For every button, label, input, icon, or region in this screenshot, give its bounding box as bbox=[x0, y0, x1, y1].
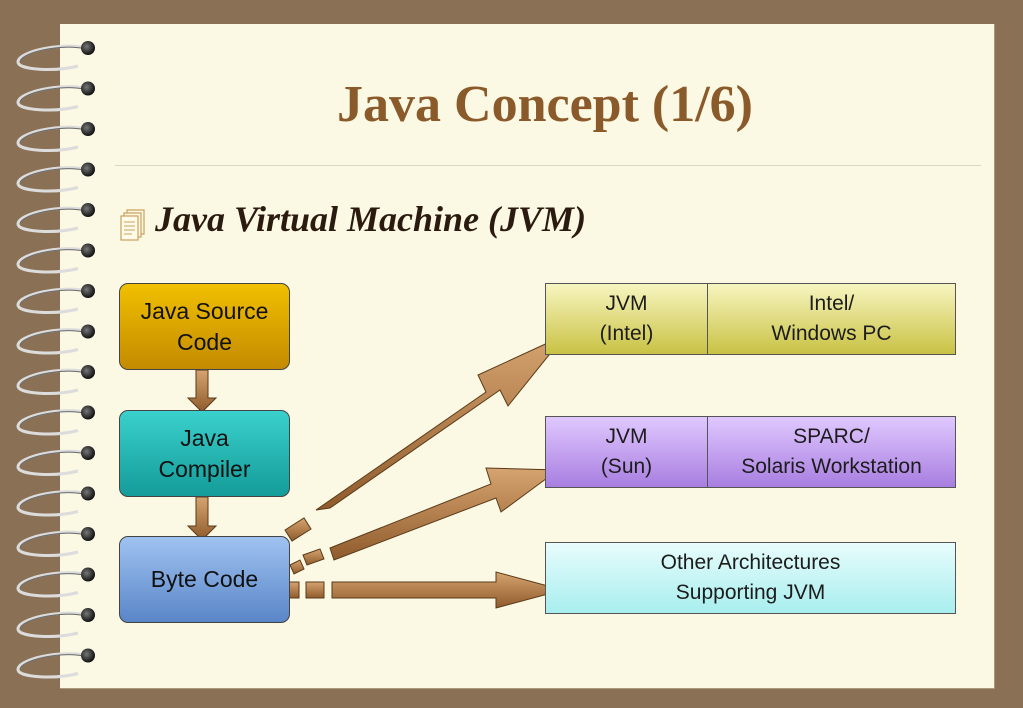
spiral-ring bbox=[16, 611, 87, 638]
jvm-sun-label: JVM (Sun) bbox=[546, 417, 708, 487]
slide-title: Java Concept (1/6) bbox=[337, 76, 753, 133]
binding-hole bbox=[81, 365, 95, 379]
byte-code-box: Byte Code bbox=[119, 536, 290, 623]
binding-hole bbox=[81, 243, 95, 258]
arrow-source-to-compiler bbox=[186, 369, 218, 413]
intel-windows-pc-label: Intel/ Windows PC bbox=[771, 292, 892, 345]
other-architectures-label: Other Architectures Supporting JVM bbox=[660, 551, 841, 604]
spiral-ring bbox=[16, 571, 87, 598]
other-architectures-target: Other Architectures Supporting JVM bbox=[545, 542, 956, 614]
binding-hole bbox=[81, 324, 95, 339]
spiral-ring bbox=[16, 328, 87, 355]
section-heading: Java Virtual Machine (JVM) bbox=[155, 199, 587, 239]
sun-solaris-target: JVM (Sun) SPARC/ Solaris Workstation bbox=[545, 416, 956, 488]
spiral-ring bbox=[16, 449, 87, 476]
binding-hole bbox=[81, 81, 95, 96]
binding-hole bbox=[81, 446, 95, 460]
arrow-to-sun-jvm bbox=[289, 467, 560, 575]
spiral-binding-icon bbox=[16, 41, 95, 679]
binding-hole bbox=[81, 203, 95, 217]
spiral-ring bbox=[16, 44, 87, 71]
binding-hole bbox=[81, 41, 95, 55]
binding-hole bbox=[81, 162, 95, 177]
jvm-intel-label: JVM (Intel) bbox=[546, 284, 708, 354]
sparc-solaris-label: SPARC/ Solaris Workstation bbox=[741, 425, 922, 478]
spiral-ring bbox=[16, 490, 87, 517]
spiral-ring bbox=[16, 287, 87, 314]
java-source-code-box: Java Source Code bbox=[119, 283, 290, 370]
binding-hole bbox=[81, 486, 95, 501]
intel-windows-target: JVM (Intel) Intel/ Windows PC bbox=[545, 283, 956, 355]
java-compiler-box: Java Compiler bbox=[119, 410, 290, 497]
binding-hole bbox=[81, 567, 95, 582]
spiral-ring bbox=[16, 206, 87, 233]
binding-hole bbox=[81, 648, 95, 663]
binding-hole bbox=[81, 608, 95, 622]
title-divider bbox=[115, 165, 981, 166]
binding-hole bbox=[81, 405, 95, 420]
spiral-ring bbox=[16, 125, 87, 152]
spiral-ring bbox=[16, 652, 87, 679]
document-stack-icon bbox=[120, 209, 145, 241]
spiral-ring bbox=[16, 85, 87, 112]
binding-hole bbox=[81, 284, 95, 298]
spiral-ring bbox=[16, 368, 87, 395]
spiral-ring bbox=[16, 409, 87, 436]
arrow-to-other-architectures bbox=[288, 571, 565, 609]
binding-hole bbox=[81, 122, 95, 136]
arrow-compiler-to-bytecode bbox=[186, 496, 218, 541]
spiral-ring bbox=[16, 530, 87, 557]
binding-hole bbox=[81, 527, 95, 541]
spiral-ring bbox=[16, 166, 87, 193]
spiral-ring bbox=[16, 247, 87, 274]
